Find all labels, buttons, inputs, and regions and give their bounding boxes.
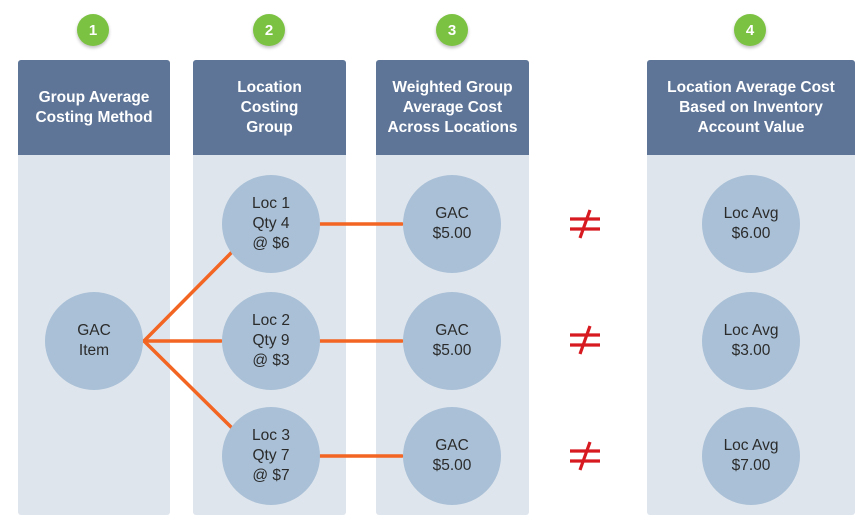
node-text: $6.00 — [731, 225, 771, 242]
node-text: Loc 3 — [252, 427, 290, 444]
column-header-line: Across Locations — [387, 118, 518, 136]
node-text: $3.00 — [731, 342, 771, 359]
location-average-node-1: Loc Avg $6.00 — [702, 175, 800, 273]
node-text: Item — [78, 342, 110, 359]
node-text: GAC — [77, 322, 111, 339]
column-group-average: Group Average Costing Method — [18, 60, 170, 515]
node-text: Loc 1 — [252, 195, 290, 212]
column-header-location-average-cost: Location Average Cost Based on Inventory… — [647, 60, 855, 155]
node-text: @ $6 — [252, 235, 290, 252]
node-text: @ $7 — [252, 467, 290, 484]
location-average-node-3: Loc Avg $7.00 — [702, 407, 800, 505]
step-badge-1: 1 — [77, 14, 109, 46]
node-text: Qty 4 — [252, 215, 290, 232]
node-text: Loc Avg — [723, 205, 779, 222]
column-header-weighted-group-average: Weighted Group Average Cost Across Locat… — [376, 60, 529, 155]
column-header-line: Costing — [240, 98, 299, 116]
node-text: $5.00 — [432, 457, 472, 474]
step-badge-3: 3 — [436, 14, 468, 46]
location-node-3: Loc 3 Qty 7 @ $7 — [222, 407, 320, 505]
node-text: @ $3 — [252, 352, 290, 369]
node-text: GAC — [435, 322, 469, 339]
column-header-line: Group Average — [38, 88, 150, 106]
location-average-node-2: Loc Avg $3.00 — [702, 292, 800, 390]
connector-gac-item-to-loc-3 — [142, 339, 234, 430]
gac-value-node-2: GAC $5.00 — [403, 292, 501, 390]
node-text: Loc Avg — [723, 322, 779, 339]
column-header-group-average: Group Average Costing Method — [18, 60, 170, 155]
node-text: Loc Avg — [723, 437, 779, 454]
not-equal-icon — [570, 209, 600, 239]
column-header-line: Weighted Group — [392, 78, 513, 96]
column-header-line: Average Cost — [402, 98, 503, 116]
node-text: $5.00 — [432, 225, 472, 242]
column-header-line: Account Value — [697, 118, 805, 136]
node-text: $7.00 — [731, 457, 771, 474]
column-header-line: Costing Method — [35, 108, 153, 126]
not-equal-icon — [570, 325, 600, 355]
gac-value-node-1: GAC $5.00 — [403, 175, 501, 273]
node-text: GAC — [435, 437, 469, 454]
gac-item-node: GAC Item — [45, 292, 143, 390]
location-node-1: Loc 1 Qty 4 @ $6 — [222, 175, 320, 273]
node-text: Qty 7 — [252, 447, 290, 464]
gac-value-node-3: GAC $5.00 — [403, 407, 501, 505]
node-text: $5.00 — [432, 342, 472, 359]
column-header-line: Location — [237, 78, 302, 96]
column-header-line: Group — [246, 118, 293, 136]
node-text: Loc 2 — [252, 312, 290, 329]
location-node-2: Loc 2 Qty 9 @ $3 — [222, 292, 320, 390]
not-equal-icon — [570, 441, 600, 471]
column-header-location-costing-group: Location Costing Group — [193, 60, 346, 155]
step-badge-2: 2 — [253, 14, 285, 46]
node-text: GAC — [435, 205, 469, 222]
step-badge-4: 4 — [734, 14, 766, 46]
connector-gac-item-to-loc-1 — [142, 250, 234, 343]
node-text: Qty 9 — [252, 332, 290, 349]
column-header-line: Location Average Cost — [667, 78, 835, 96]
column-header-line: Based on Inventory — [679, 98, 823, 116]
